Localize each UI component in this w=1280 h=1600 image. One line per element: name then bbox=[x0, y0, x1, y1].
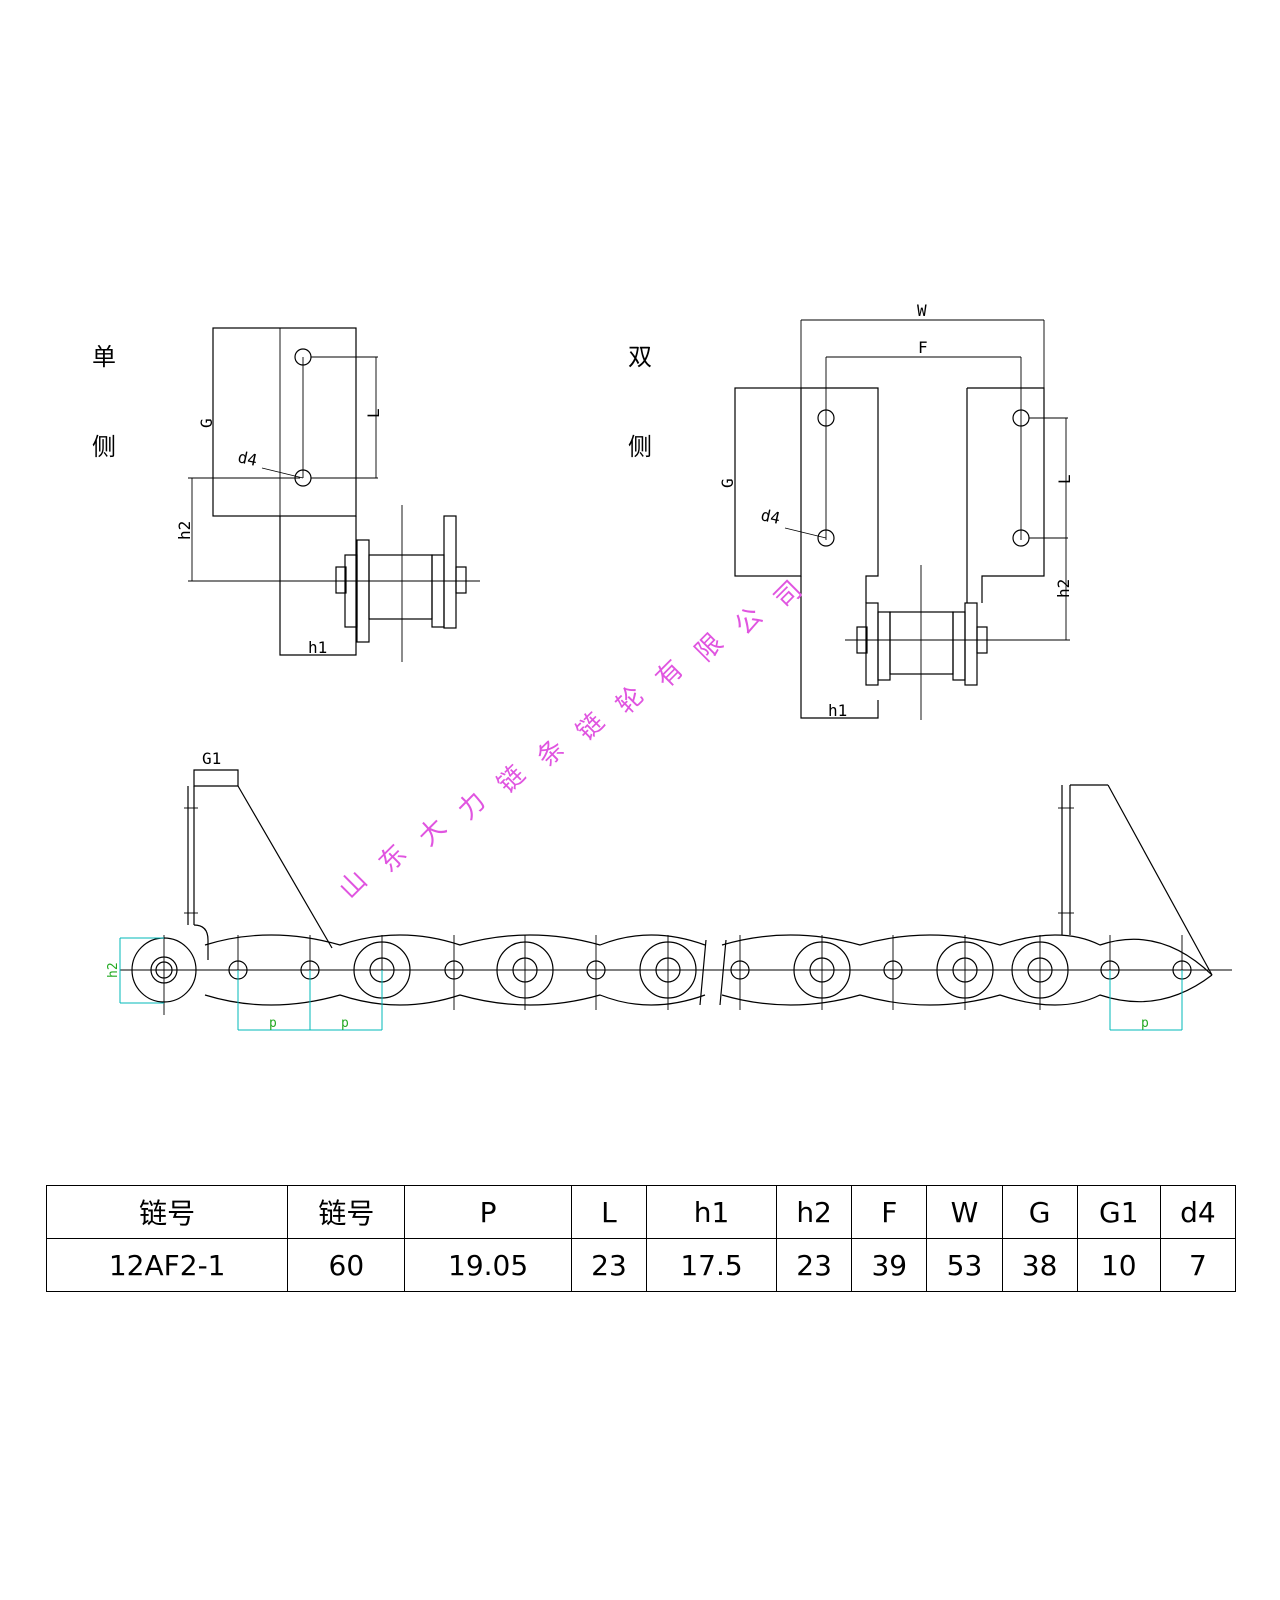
mount-hole bbox=[817, 409, 835, 427]
chain-outline-bottom bbox=[204, 994, 706, 1006]
dim-label-L: L bbox=[364, 408, 383, 418]
table-cell: 10 bbox=[1076, 1238, 1161, 1292]
pin-end bbox=[335, 566, 347, 594]
chain-links bbox=[228, 935, 1192, 1010]
chain-outline-top bbox=[721, 934, 1213, 976]
watermark-char: 山 bbox=[334, 865, 374, 905]
table-cell: 23 bbox=[776, 1238, 853, 1292]
leader-line bbox=[784, 527, 827, 539]
dim-label-G: G bbox=[718, 478, 737, 488]
dim-label-h1: h1 bbox=[308, 638, 327, 657]
watermark-char: 大 bbox=[413, 813, 453, 853]
double-side-view: 双 侧 W F G d4 h1 L h2 bbox=[628, 301, 1074, 720]
single-side-label-1: 单 bbox=[92, 343, 116, 371]
mount-hole bbox=[817, 529, 835, 547]
dim-label-p: p bbox=[1141, 1016, 1149, 1031]
chain-outline-bottom bbox=[721, 974, 1213, 1006]
table-header-cell: W bbox=[926, 1185, 1003, 1239]
table-header-cell: h1 bbox=[646, 1185, 778, 1239]
table-cell: 38 bbox=[1001, 1238, 1078, 1292]
dim-label-h2: h2 bbox=[175, 521, 194, 540]
table-header-cell: G bbox=[1001, 1185, 1078, 1239]
table-cell: 12AF2-1 bbox=[45, 1238, 289, 1292]
break-line bbox=[699, 939, 707, 1006]
dim-label-h2: h2 bbox=[1054, 579, 1073, 598]
link-plate bbox=[443, 515, 457, 629]
bracket-right bbox=[966, 387, 1045, 603]
watermark-char: 条 bbox=[531, 734, 571, 774]
watermark-char: 链 bbox=[492, 760, 532, 800]
attachment-edge bbox=[237, 785, 333, 949]
watermark-char: 轮 bbox=[611, 681, 651, 721]
table-cell: 39 bbox=[851, 1238, 928, 1292]
dim-label-h2: h2 bbox=[106, 962, 121, 978]
table-header-cell: L bbox=[570, 1185, 648, 1239]
link-plate bbox=[431, 554, 445, 628]
watermark-char: 公 bbox=[729, 602, 769, 642]
leader-line bbox=[261, 467, 304, 479]
attachment-edge bbox=[1107, 784, 1213, 976]
link-plate bbox=[356, 539, 370, 643]
watermark-char: 链 bbox=[571, 707, 611, 747]
spec-table: 链号 链号 P L h1 h2 F W G G1 d4 12AF2-1 60 1… bbox=[45, 1185, 1237, 1292]
watermark-char: 限 bbox=[690, 628, 730, 668]
break-line bbox=[719, 939, 727, 1006]
double-side-label-1: 双 bbox=[628, 343, 652, 371]
bracket-left bbox=[801, 387, 879, 603]
table-cell: 7 bbox=[1159, 1238, 1237, 1292]
dimension-line bbox=[119, 937, 164, 1004]
double-side-label-2: 侧 bbox=[628, 433, 652, 461]
single-side-label-2: 侧 bbox=[92, 433, 116, 461]
chain-long-view: G1 h2 p p p bbox=[106, 749, 1232, 1031]
link-plate bbox=[964, 602, 978, 686]
link-plate bbox=[952, 611, 966, 681]
table-cell: 53 bbox=[926, 1238, 1003, 1292]
watermark-char: 力 bbox=[452, 786, 492, 826]
single-side-view: 单 侧 L G d4 h2 h1 bbox=[92, 327, 480, 662]
table-cell: 60 bbox=[287, 1238, 406, 1292]
attachment-flange bbox=[193, 769, 239, 787]
roller bbox=[889, 611, 954, 675]
dimension-line bbox=[1109, 970, 1183, 1031]
dimension-line bbox=[237, 970, 383, 1031]
table-cell: 23 bbox=[570, 1238, 648, 1292]
dim-label-L: L bbox=[1055, 474, 1074, 484]
table-row: 12AF2-1 60 19.05 23 17.5 23 39 53 38 10 … bbox=[45, 1238, 1237, 1292]
table-header-cell: 链号 bbox=[287, 1185, 406, 1239]
table-header-row: 链号 链号 P L h1 h2 F W G G1 d4 bbox=[45, 1185, 1237, 1239]
dim-label-p: p bbox=[269, 1016, 277, 1031]
table-header-cell: d4 bbox=[1159, 1185, 1237, 1239]
link-plate bbox=[865, 602, 879, 686]
side-plate bbox=[800, 576, 879, 719]
dim-label-G: G bbox=[197, 418, 216, 428]
watermark-char: 东 bbox=[373, 839, 413, 879]
watermark-char: 有 bbox=[650, 654, 690, 694]
dim-label-W: W bbox=[917, 301, 927, 320]
table-cell: 17.5 bbox=[646, 1238, 778, 1292]
pin-end bbox=[455, 566, 467, 594]
table-header-cell: h2 bbox=[776, 1185, 853, 1239]
chain-outline-top bbox=[204, 934, 706, 946]
dim-label-h1: h1 bbox=[828, 701, 847, 720]
table-cell: 19.05 bbox=[404, 1238, 572, 1292]
table-header-cell: 链号 bbox=[45, 1185, 289, 1239]
link-plate bbox=[344, 554, 358, 628]
table-header-cell: G1 bbox=[1076, 1185, 1161, 1239]
attachment-plate bbox=[212, 327, 357, 517]
dim-label-G1: G1 bbox=[202, 749, 221, 768]
dim-label-d4: d4 bbox=[236, 447, 259, 470]
dim-label-F: F bbox=[918, 338, 928, 357]
attachment-joint bbox=[193, 924, 209, 960]
dim-label-p: p bbox=[341, 1016, 349, 1031]
table-header-cell: F bbox=[851, 1185, 928, 1239]
roller bbox=[368, 554, 433, 620]
attachment-plate bbox=[734, 387, 802, 577]
table-header-cell: P bbox=[404, 1185, 572, 1239]
link-plate bbox=[877, 611, 891, 681]
dim-label-d4: d4 bbox=[759, 505, 782, 528]
watermark-char: 司 bbox=[769, 575, 809, 615]
